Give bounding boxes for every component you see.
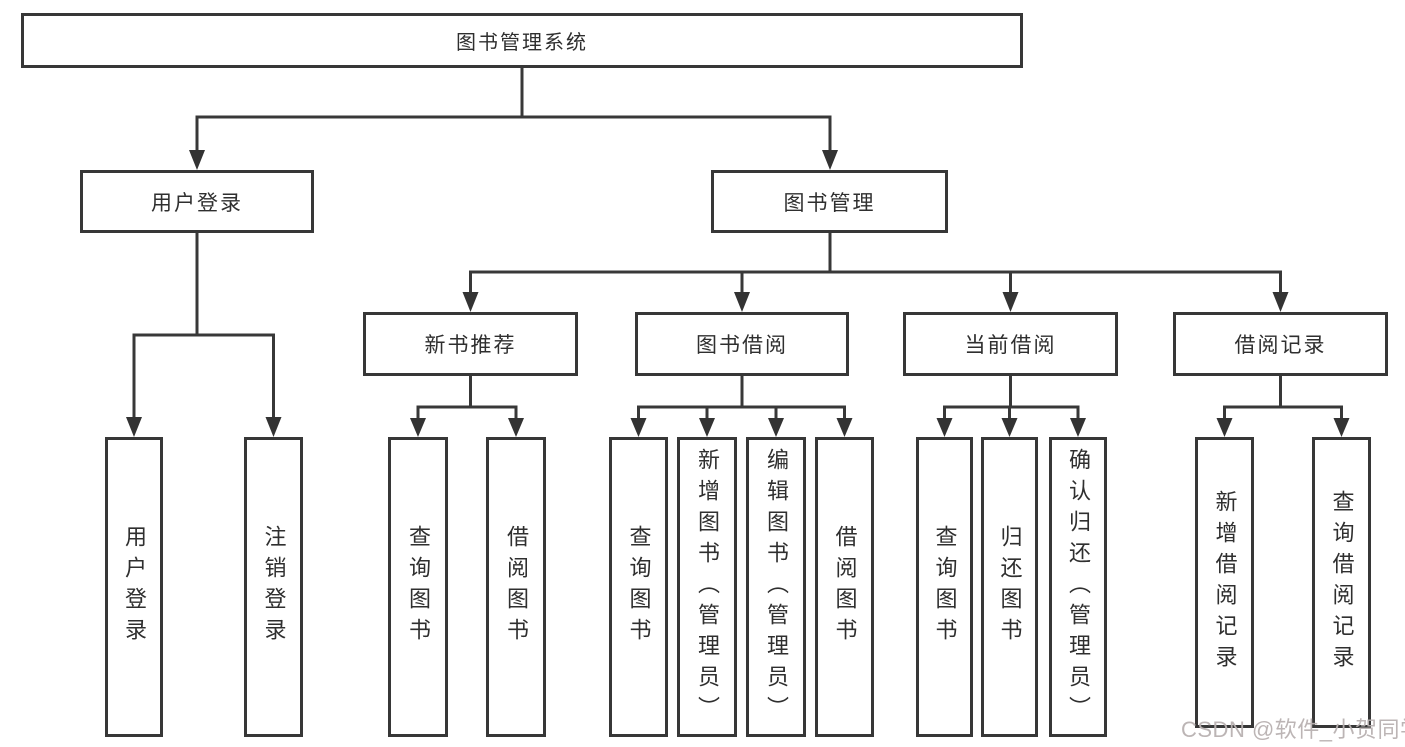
leaf-label: 注销登录 — [261, 525, 287, 649]
node-label: 图书借阅 — [696, 334, 788, 357]
connector-user-login-branch — [126, 233, 282, 437]
leaf-label: 新增图书（管理员） — [695, 447, 720, 727]
connector-new-book-branch — [410, 376, 524, 437]
leaf-label: 用户登录 — [122, 525, 147, 649]
leaf-label: 查询图书 — [406, 525, 431, 649]
connector-root-to-level1 — [189, 68, 838, 170]
leaf-logout: 注销登录 — [244, 437, 303, 737]
node-new-book-recommendation: 新书推荐 — [363, 312, 578, 376]
node-label: 当前借阅 — [964, 334, 1057, 357]
leaf-query-books-recommend: 查询图书 — [388, 437, 448, 737]
node-library-management-system: 图书管理系统 — [21, 13, 1023, 68]
node-book-management: 图书管理 — [711, 170, 948, 233]
leaf-query-books-borrow: 查询图书 — [609, 437, 668, 737]
connector-current-borrow-branch — [936, 376, 1086, 437]
leaf-add-book-admin: 新增图书（管理员） — [677, 437, 737, 737]
leaf-label: 借阅图书 — [504, 525, 529, 649]
node-current-borrowing: 当前借阅 — [903, 312, 1118, 376]
csdn-watermark: CSDN @软件_小贺同学 — [1181, 717, 1405, 742]
connector-book-borrow-branch — [630, 376, 853, 437]
leaf-label: 查询借阅记录 — [1329, 489, 1355, 676]
leaf-query-books-current: 查询图书 — [916, 437, 973, 737]
leaf-return-book: 归还图书 — [981, 437, 1038, 737]
node-label: 图书管理系统 — [456, 32, 588, 54]
node-borrowing-records: 借阅记录 — [1173, 312, 1388, 376]
node-user-login: 用户登录 — [80, 170, 314, 233]
node-label: 借阅记录 — [1234, 334, 1327, 357]
node-label: 用户登录 — [151, 191, 243, 215]
leaf-borrow-books: 借阅图书 — [815, 437, 874, 737]
leaf-query-borrow-record: 查询借阅记录 — [1312, 437, 1371, 728]
leaf-user-login: 用户登录 — [105, 437, 163, 737]
leaf-label: 确认归还（管理员） — [1066, 447, 1091, 727]
leaf-label: 新增借阅记录 — [1212, 489, 1238, 676]
leaf-confirm-return-admin: 确认归还（管理员） — [1049, 437, 1107, 737]
connector-records-branch — [1216, 376, 1350, 437]
node-book-borrowing: 图书借阅 — [635, 312, 849, 376]
leaf-label: 归还图书 — [997, 525, 1023, 649]
node-label: 图书管理 — [783, 191, 876, 215]
leaf-label: 编辑图书（管理员） — [764, 447, 789, 727]
leaf-add-borrow-record: 新增借阅记录 — [1195, 437, 1254, 728]
leaf-label: 查询图书 — [932, 525, 958, 649]
leaf-edit-book-admin: 编辑图书（管理员） — [746, 437, 806, 737]
leaf-borrow-books-recommend: 借阅图书 — [486, 437, 546, 737]
leaf-label: 借阅图书 — [832, 525, 858, 649]
leaf-label: 查询图书 — [626, 525, 652, 649]
connector-book-management-to-level2 — [462, 233, 1289, 312]
node-label: 新书推荐 — [424, 334, 517, 357]
